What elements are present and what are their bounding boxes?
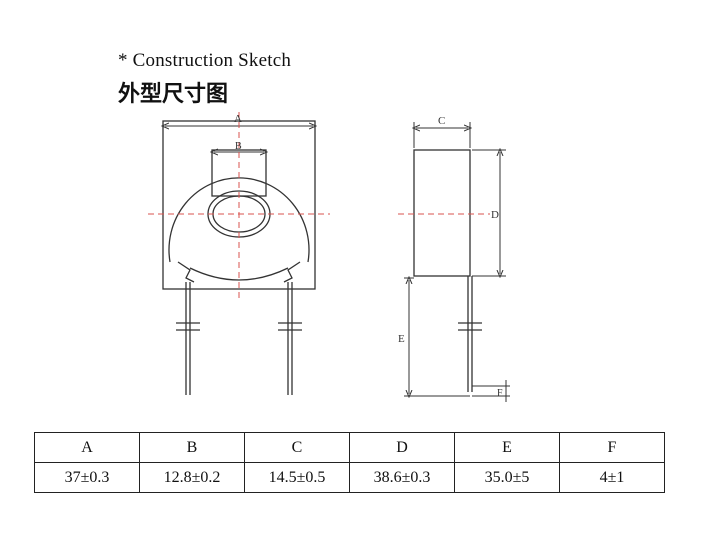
table-value-row: 37±0.3 12.8±0.2 14.5±0.5 38.6±0.3 35.0±5… (34, 462, 665, 493)
construction-sketch: A B C D E F (148, 112, 510, 402)
label-d: D (491, 209, 499, 221)
sketch-title-chinese: 外型尺寸图 (118, 82, 229, 107)
table-value-cell: 14.5±0.5 (244, 462, 350, 493)
label-f: F (497, 388, 503, 399)
table-header-row: A B C D E F (34, 432, 665, 463)
label-a: A (234, 113, 242, 125)
table-header-cell: A (34, 432, 140, 463)
table-value-cell: 38.6±0.3 (349, 462, 455, 493)
table-header-cell: F (559, 432, 665, 463)
right-foot (283, 261, 301, 283)
table-value-cell: 4±1 (559, 462, 665, 493)
base-curve (189, 267, 289, 281)
table-header-cell: D (349, 432, 455, 463)
table-header-cell: B (139, 432, 245, 463)
table-header-cell: C (244, 432, 350, 463)
label-c: C (438, 115, 445, 127)
sketch-title-english: * Construction Sketch (118, 50, 292, 71)
dimension-table: A B C D E F 37±0.3 12.8±0.2 14.5±0.5 38.… (34, 432, 665, 493)
table-value-cell: 12.8±0.2 (139, 462, 245, 493)
side-view (404, 122, 510, 402)
table-value-cell: 37±0.3 (34, 462, 140, 493)
label-e: E (398, 333, 405, 345)
left-foot (177, 261, 195, 283)
side-view-outline (413, 149, 471, 277)
table-header-cell: E (454, 432, 560, 463)
front-view-outline (162, 120, 316, 290)
label-b: B (235, 141, 242, 152)
table-value-cell: 35.0±5 (454, 462, 560, 493)
front-centerlines (148, 112, 330, 300)
